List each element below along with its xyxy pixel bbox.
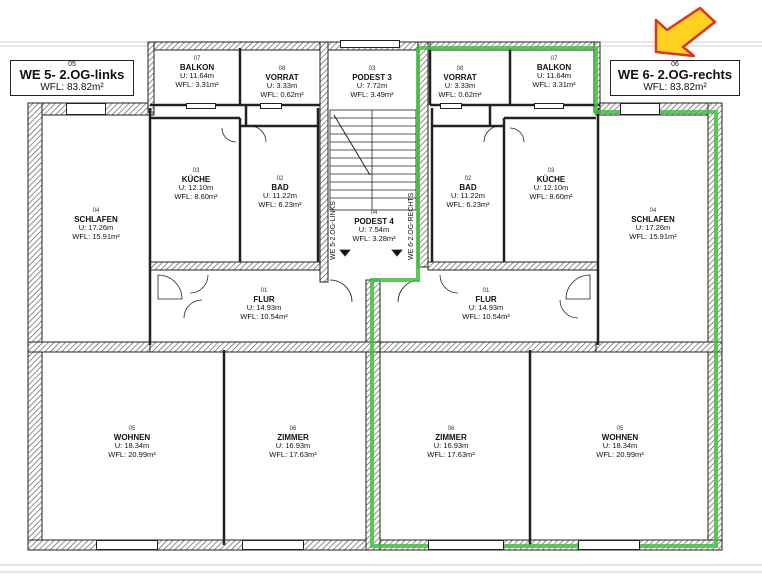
pointer-arrow-icon [654,6,717,58]
unit-title: WE 5- 2.OG-links [19,67,125,82]
dimension-lines [0,41,762,573]
room-bad-right: 02 BAD U: 11.22m WFL: 6.23m² [446,176,490,209]
room-balkon-left: 07 BALKON U: 11.64m WFL: 3.31m² [175,56,219,89]
window [66,103,106,115]
window [428,540,504,550]
room-kueche-left: 03 KÜCHE U: 12.10m WFL: 8.60m² [174,168,218,201]
stair-label-left: WE 5-2.OG-LINKS [330,201,337,260]
window [260,103,282,109]
door-swings [157,125,591,319]
room-podest-4: 04 PODEST 4 U: 7.54m WFL: 3.28m² [352,210,396,243]
room-zimmer-right: 06 ZIMMER U: 16.93m WFL: 17.63m² [427,426,475,459]
room-bad-left: 02 BAD U: 11.22m WFL: 6.23m² [258,176,302,209]
room-balkon-right: 07 BALKON U: 11.64m WFL: 3.31m² [532,56,576,89]
room-vorrat-right: 08 VORRAT U: 3.33m WFL: 0.62m² [438,66,482,99]
room-schlafen-right: 04 SCHLAFEN U: 17.26m WFL: 15.91m² [629,208,677,241]
unit-label-right: 06 WE 6- 2.OG-rechts WFL: 83.82m² [610,60,740,96]
room-zimmer-left: 06 ZIMMER U: 16.93m WFL: 17.63m² [269,426,317,459]
window [186,103,216,109]
room-wohnen-left: 05 WOHNEN U: 18.34m WFL: 20.99m² [108,426,156,459]
window [620,103,660,115]
room-flur-left: 01 FLUR U: 14.93m WFL: 10.54m² [240,288,288,321]
unit-title: WE 6- 2.OG-rechts [617,67,733,82]
interior-walls [148,48,600,545]
window [578,540,640,550]
room-podest-3: 03 PODEST 3 U: 7.72m WFL: 3.49m² [350,66,394,99]
room-wohnen-right: 05 WOHNEN U: 18.34m WFL: 20.99m² [596,426,644,459]
staircase [329,109,417,257]
highlight-outline-we6 [370,46,718,548]
unit-area: WFL: 83.82m² [643,82,707,94]
room-flur-right: 01 FLUR U: 14.93m WFL: 10.54m² [462,288,510,321]
window [96,540,158,550]
room-vorrat-left: 08 VORRAT U: 3.33m WFL: 0.62m² [260,66,304,99]
window [440,103,462,109]
room-kueche-right: 03 KÜCHE U: 12.10m WFL: 8.60m² [529,168,573,201]
window [340,40,400,48]
window [534,103,564,109]
unit-label-left: 05 WE 5- 2.OG-links WFL: 83.82m² [10,60,134,96]
stair-label-right: WE 6-2.OG-RECHTS [408,192,415,260]
window [242,540,304,550]
unit-number: 06 [671,61,679,68]
room-schlafen-left: 04 SCHLAFEN U: 17.26m WFL: 15.91m² [72,208,120,241]
unit-area: WFL: 83.82m² [40,82,104,94]
unit-number: 05 [68,61,76,68]
